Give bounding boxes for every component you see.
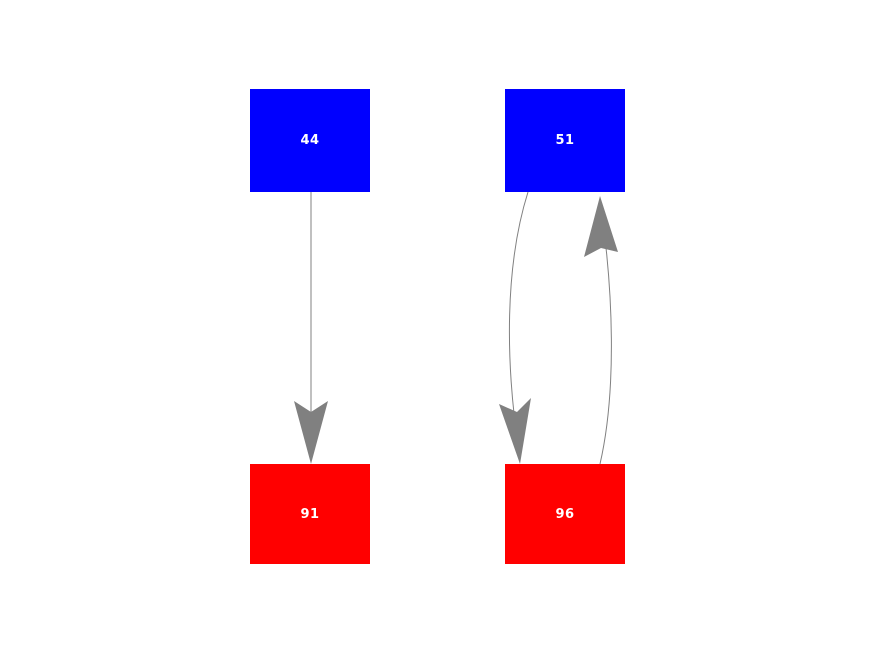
edge-51-to-96[interactable] bbox=[499, 191, 531, 464]
node-44[interactable]: 44 bbox=[250, 89, 370, 192]
node-91[interactable]: 91 bbox=[250, 464, 370, 564]
node-label: 96 bbox=[555, 506, 575, 522]
arrowhead-96-51 bbox=[584, 196, 618, 257]
node-51[interactable]: 51 bbox=[505, 89, 625, 192]
arrowhead-51-96 bbox=[499, 398, 531, 464]
edge-44-to-91[interactable] bbox=[294, 192, 328, 464]
edge-96-to-51[interactable] bbox=[584, 196, 618, 465]
node-label: 44 bbox=[300, 133, 320, 148]
arrowhead-44-91 bbox=[294, 401, 328, 464]
node-label: 51 bbox=[555, 133, 575, 148]
node-label: 91 bbox=[300, 506, 320, 522]
node-96[interactable]: 96 bbox=[505, 464, 625, 564]
